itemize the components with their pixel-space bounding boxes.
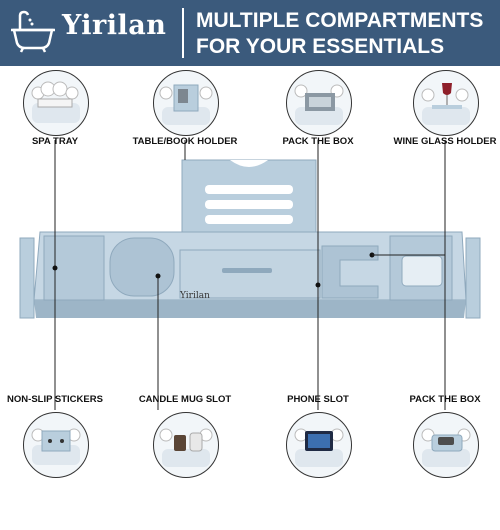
pointer-dot	[52, 265, 58, 271]
book-tub-icon	[153, 70, 219, 136]
callout-label: PHONE SLOT	[287, 394, 349, 405]
headline: MULTIPLE COMPARTMENTS FOR YOUR ESSENTIAL…	[196, 8, 483, 60]
callout-label: CANDLE MUG SLOT	[138, 394, 232, 405]
callout-pack-box-top: PACK THE BOX	[276, 70, 360, 188]
callout-label: SPA TRAY	[31, 136, 79, 147]
pointer-dot	[155, 273, 161, 279]
callout-label: PACK THE BOX	[282, 136, 354, 147]
header-banner: Yirilan MULTIPLE COMPARTMENTS FOR YOUR E…	[0, 0, 500, 66]
headline-line-1: MULTIPLE COMPARTMENTS	[196, 9, 484, 32]
callout-label: PACK THE BOX	[409, 394, 481, 405]
bathtub-icon	[11, 10, 55, 53]
callout-spa-tray: SPA TRAY	[13, 70, 97, 188]
callout-wine-glass: WINE GLASS HOLDER	[394, 70, 496, 188]
tray-logo: Yirilan	[179, 291, 210, 301]
callout-non-slip: NON-SLIP STICKERS	[7, 394, 103, 530]
callout-candle-slot: CANDLE MUG SLOT	[139, 394, 231, 530]
tray-body	[19, 231, 481, 319]
callout-label: WINE GLASS HOLDER	[393, 136, 497, 147]
callout-book-holder: TABLE/BOOK HOLDER	[133, 70, 237, 188]
callout-pack-box-bottom: PACK THE BOX	[403, 394, 487, 530]
callout-phone-slot: PHONE SLOT	[276, 394, 360, 530]
sticker-tub-icon	[23, 412, 89, 478]
bath-tray-illustration: Yirilan	[19, 140, 481, 410]
brand-name: Yirilan	[62, 10, 167, 41]
phone-tub-icon	[286, 412, 352, 478]
book-holder-panel	[181, 159, 317, 251]
headline-line-2: FOR YOUR ESSENTIALS	[196, 35, 445, 58]
banner-divider	[182, 8, 184, 58]
box-tub-icon	[286, 70, 352, 136]
pointer-dot	[315, 282, 321, 288]
candle-tub-icon	[153, 412, 219, 478]
callout-label: NON-SLIP STICKERS	[7, 394, 103, 405]
wine-tub-icon	[413, 70, 479, 136]
soapbox-tub-icon	[413, 412, 479, 478]
callout-label: TABLE/BOOK HOLDER	[132, 136, 238, 147]
soap-tub-icon	[23, 70, 89, 136]
